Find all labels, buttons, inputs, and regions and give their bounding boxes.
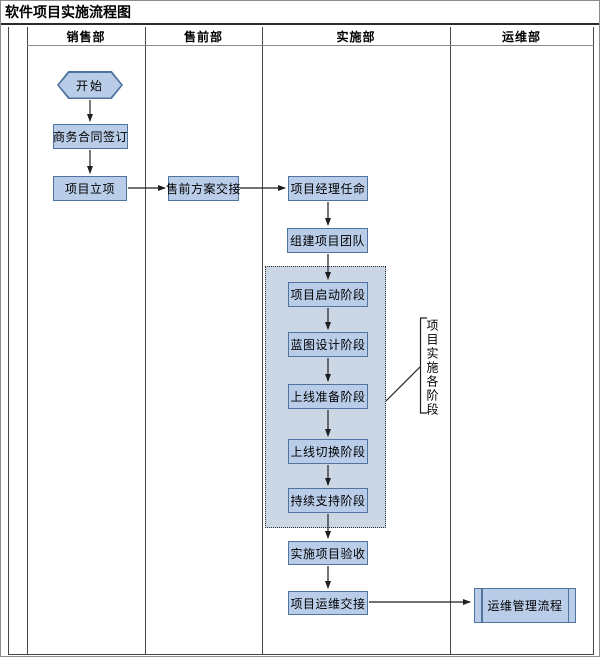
predefined-process-left-bar [481, 588, 483, 623]
node-pm-appointment: 项目经理任命 [288, 176, 368, 201]
margin-column-divider [27, 27, 28, 655]
node-ops-process: 运维管理流程 [474, 588, 576, 623]
node-phase-golive-prep: 上线准备阶段 [288, 384, 368, 409]
node-acceptance: 实施项目验收 [288, 541, 368, 565]
node-ops-process-label: 运维管理流程 [487, 599, 563, 613]
hexagon-shape [57, 71, 123, 99]
lane-divider-sales-presales [145, 27, 146, 655]
node-contract-signing: 商务合同签订 [53, 124, 128, 149]
node-phase-kickoff: 项目启动阶段 [288, 282, 368, 307]
lane-header-impl: 实施部 [336, 30, 376, 44]
node-start-label: 开始 [75, 78, 104, 93]
page-title: 软件项目实施流程图 [1, 1, 599, 25]
phase-bracket-label: 项目实施各阶段 [425, 319, 439, 417]
lane-header-presales: 售前部 [183, 30, 223, 44]
lane-header-ops: 运维部 [501, 30, 541, 44]
header-underline [27, 45, 594, 46]
lane-divider-impl-ops [450, 27, 451, 655]
lane-header-sales: 销售部 [66, 30, 106, 44]
node-start: 开始 [57, 71, 123, 99]
bracket-callout-line [385, 366, 421, 402]
table-right-border [593, 27, 594, 655]
node-team-formation: 组建项目团队 [287, 228, 368, 253]
lane-divider-presales-impl [262, 27, 263, 655]
node-phase-cutover: 上线切换阶段 [288, 439, 368, 464]
node-ops-handover: 项目运维交接 [288, 591, 368, 615]
node-project-initiation: 项目立项 [53, 176, 127, 201]
table-bottom-border [8, 654, 594, 655]
node-phase-blueprint: 蓝图设计阶段 [288, 332, 368, 357]
table-left-border [8, 27, 9, 655]
node-phase-support: 持续支持阶段 [288, 488, 368, 513]
node-presales-handover: 售前方案交接 [166, 176, 241, 201]
predefined-process-right-bar [567, 588, 569, 623]
